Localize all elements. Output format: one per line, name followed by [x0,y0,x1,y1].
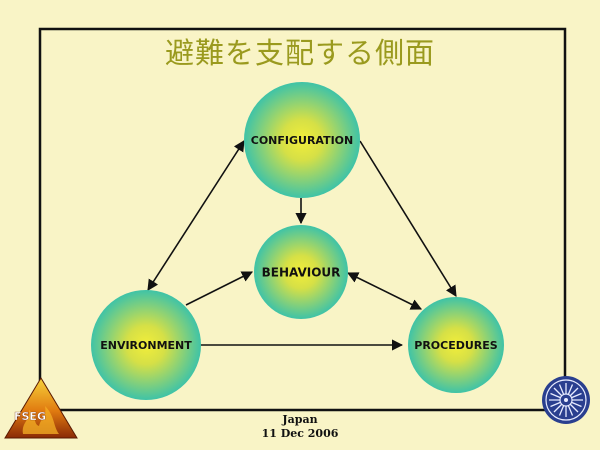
arrow-environment-behaviour [185,271,254,306]
footer-date: 11 Dec 2006 [261,427,339,440]
fseg-flame-triangle-logo-icon: FSEG [4,377,78,439]
node-configuration: CONFIGURATION [244,82,360,198]
arrow-configuration-procedures [359,140,457,297]
node-behaviour: BEHAVIOUR [254,225,348,319]
slide-frame [38,27,567,412]
node-behaviour-label: BEHAVIOUR [262,266,341,280]
slide-title: 避難を支配する側面 [164,36,435,70]
fseg-logo-text: FSEG [14,410,46,423]
node-configuration-label: CONFIGURATION [251,134,353,147]
footer-location: Japan [282,413,318,426]
node-procedures-label: PROCEDURES [414,339,498,352]
slide-footer: Japan 11 Dec 2006 [0,413,600,441]
node-environment: ENVIRONMENT [91,290,201,400]
arrow-configuration-environment [147,140,245,291]
node-environment-label: ENVIRONMENT [100,339,192,352]
node-procedures: PROCEDURES [408,297,504,393]
arrow-behaviour-procedures [346,272,423,310]
university-crest-logo-icon [542,376,590,424]
